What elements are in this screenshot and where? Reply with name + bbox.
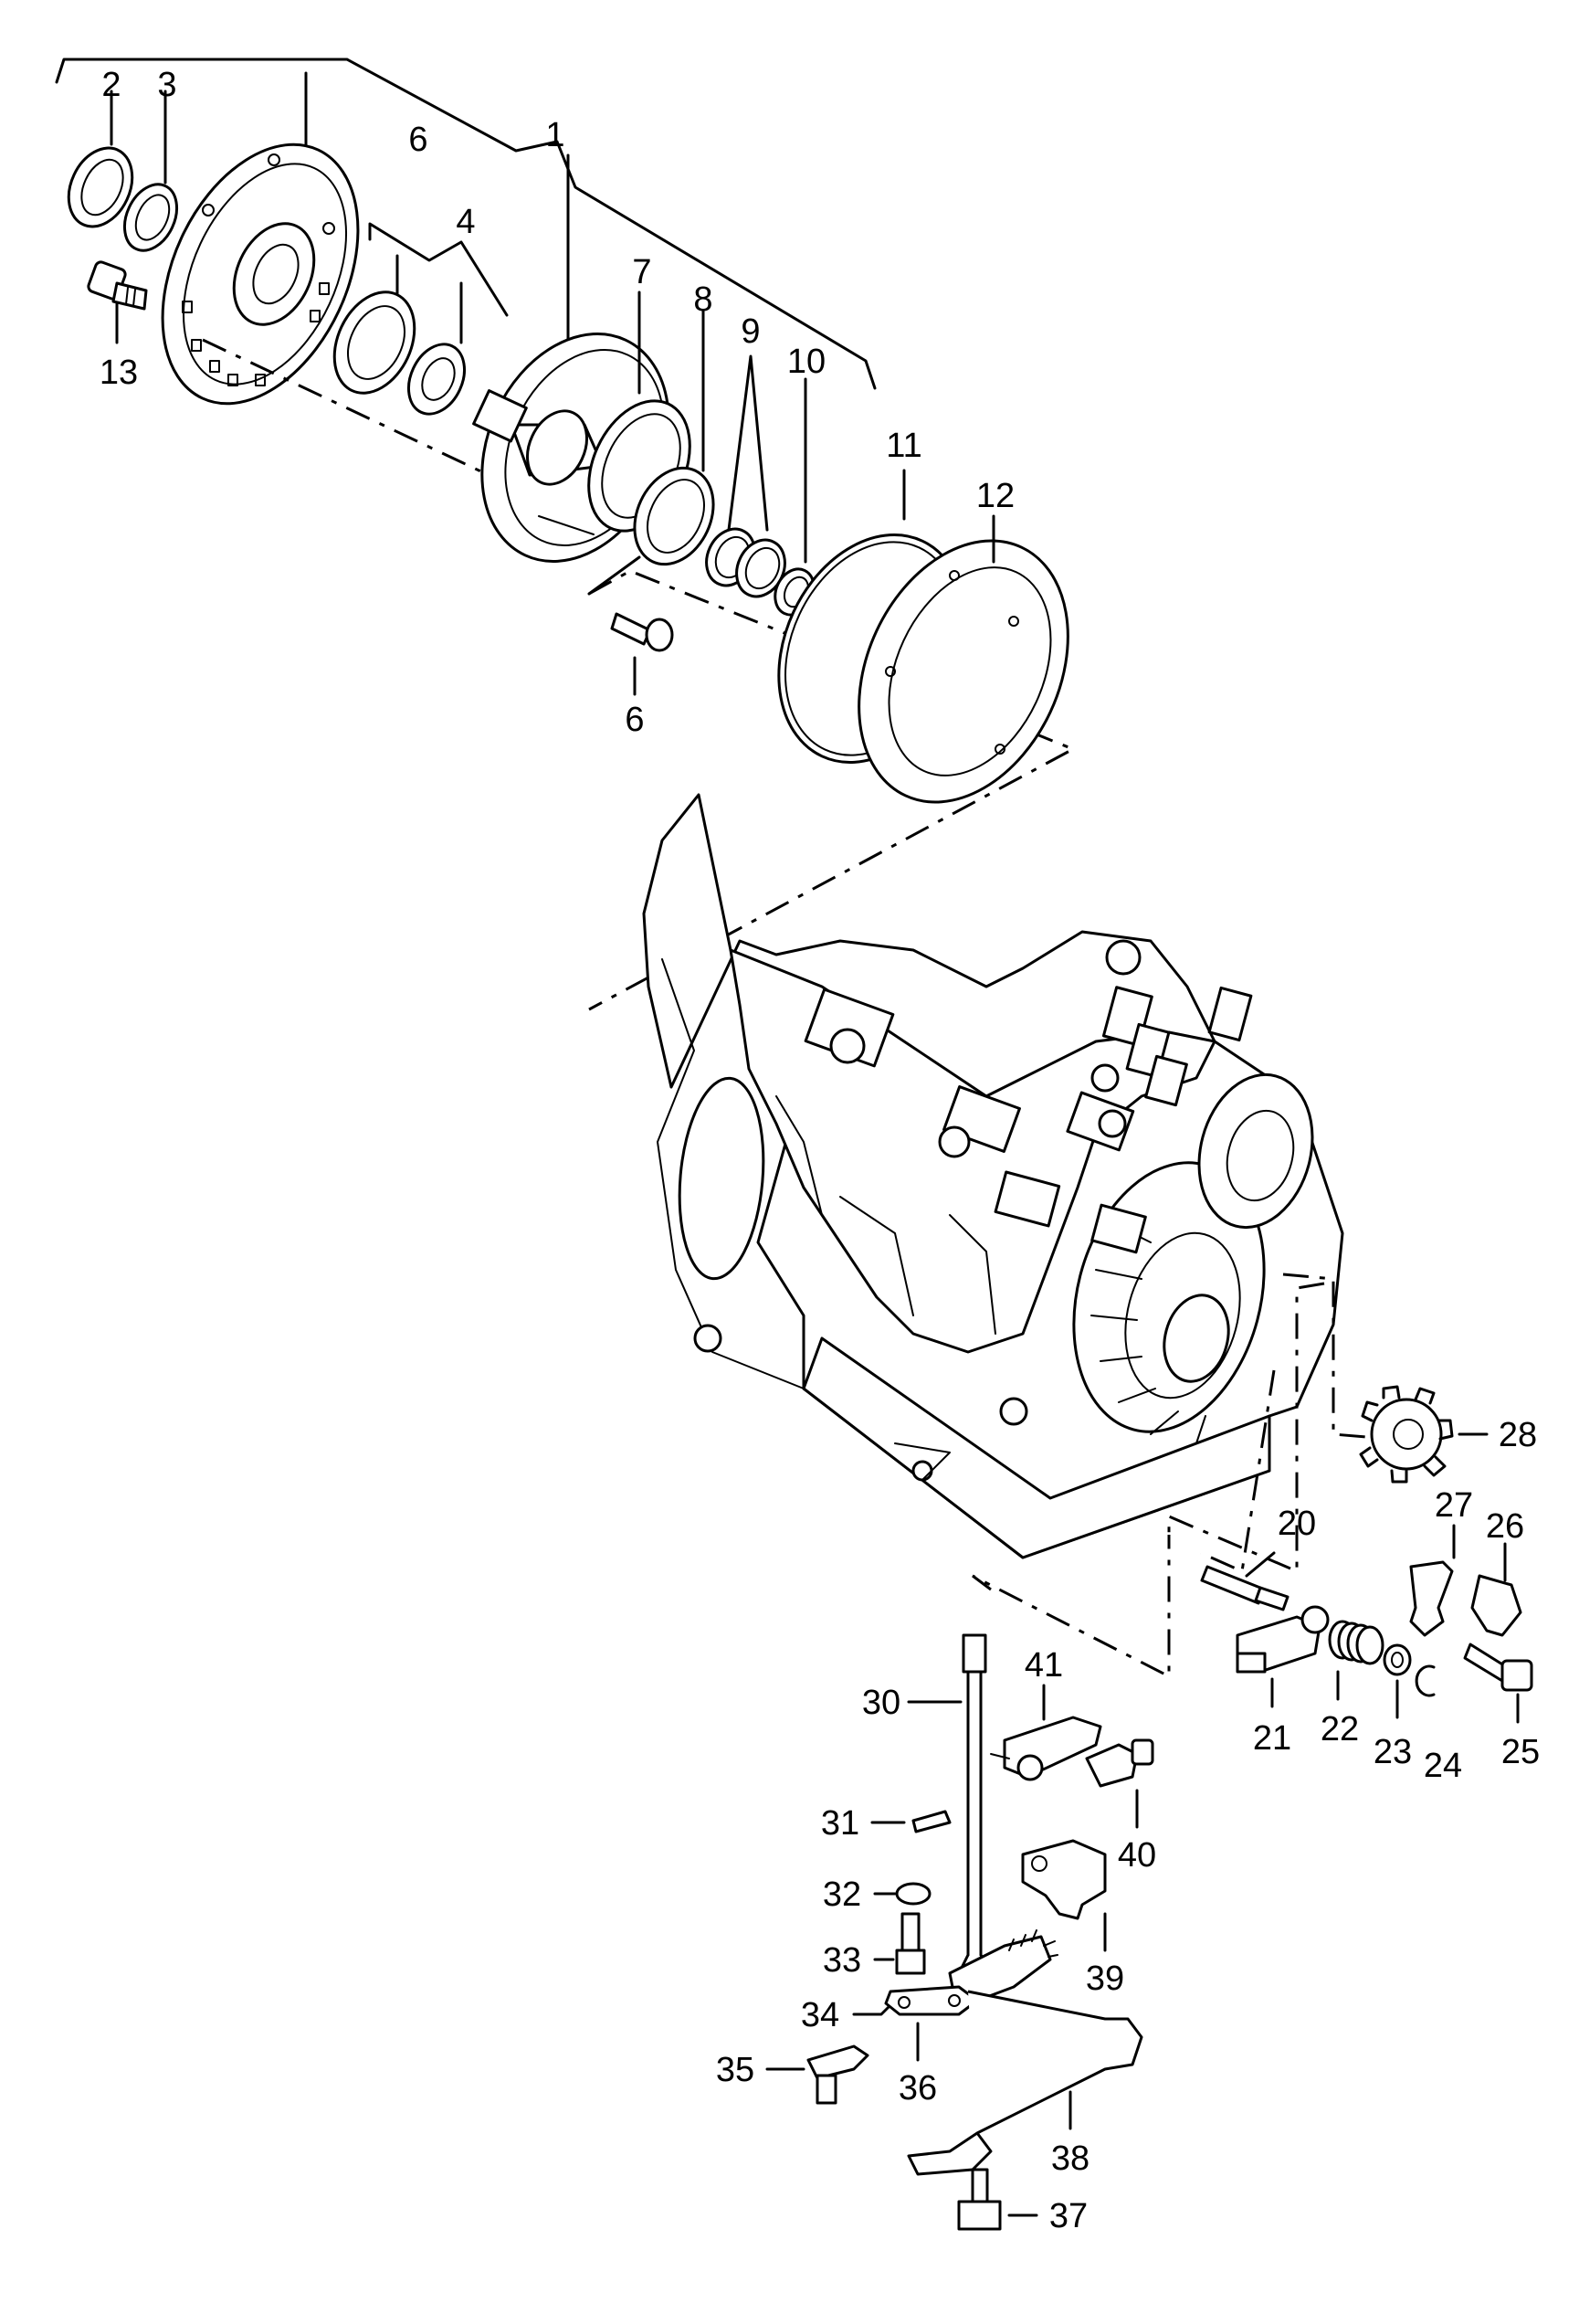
callout-22: 22 (1321, 1710, 1359, 1748)
callout-21: 21 (1253, 1719, 1291, 1758)
callout-20: 20 (1278, 1505, 1316, 1543)
part-13-bolt[interactable] (87, 260, 148, 344)
part-22-spring[interactable] (1328, 1620, 1384, 1701)
part-38-lever-arm[interactable] (907, 1990, 1143, 2176)
selector-segment[interactable] (948, 1929, 1058, 2002)
callout-6-upper: 6 (408, 121, 427, 159)
part-33-bolt[interactable] (873, 1912, 926, 1975)
callout-37: 37 (1049, 2197, 1088, 2235)
part-41-lever[interactable] (990, 1684, 1102, 1781)
callout-25: 25 (1501, 1733, 1540, 1771)
part-6-bolt[interactable] (587, 555, 674, 696)
callout-30: 30 (862, 1684, 900, 1722)
callout-32: 32 (823, 1875, 861, 1914)
callout-38: 38 (1051, 2139, 1090, 2178)
part-40-sensor[interactable] (1085, 1738, 1154, 1829)
part-28-gear-wheel[interactable] (1359, 1385, 1489, 1484)
part-39-cover-plate[interactable] (1021, 1839, 1107, 1952)
callout-33: 33 (823, 1941, 861, 1980)
callout-34: 34 (801, 1996, 839, 2034)
part-32-washer[interactable] (873, 1882, 932, 1906)
callout-12: 12 (976, 477, 1015, 515)
part-31-pin[interactable] (870, 1810, 952, 1833)
callout-9: 9 (741, 312, 760, 351)
part-25-bolt[interactable] (1463, 1643, 1533, 1724)
part-20-pin[interactable] (1200, 1551, 1290, 1611)
assembly-axis-lower (972, 1273, 1389, 1679)
callout-36: 36 (899, 2069, 937, 2107)
part-3-ring[interactable] (114, 90, 186, 259)
callout-41: 41 (1025, 1646, 1063, 1685)
callout-7: 7 (632, 253, 651, 291)
callout-1: 1 (545, 116, 564, 154)
part-24-circlip[interactable] (1415, 1664, 1436, 1697)
part-23-washer[interactable] (1383, 1643, 1412, 1719)
callout-2: 2 (101, 66, 121, 104)
callout-3: 3 (157, 66, 176, 104)
callout-26: 26 (1486, 1507, 1524, 1546)
part-9-sealing-rings[interactable] (698, 354, 794, 605)
callout-8: 8 (693, 280, 712, 319)
part-8-o-ring[interactable] (620, 309, 729, 577)
part-35-bracket[interactable] (765, 2044, 869, 2105)
part-36-locking-plate[interactable] (884, 1985, 979, 2062)
part-12-gasket[interactable] (818, 507, 1108, 837)
part-6-pump-housing[interactable] (124, 113, 397, 435)
part-2-seal[interactable] (57, 90, 144, 237)
callout-35: 35 (716, 2051, 754, 2089)
callout-23: 23 (1374, 1733, 1412, 1771)
callout-31: 31 (821, 1804, 859, 1843)
part-4-gear-set[interactable] (319, 222, 509, 423)
callout-40: 40 (1118, 1836, 1156, 1875)
callout-24: 24 (1424, 1747, 1462, 1785)
callout-10: 10 (787, 343, 826, 381)
part-26-bracket[interactable] (1470, 1542, 1522, 1637)
callout-27: 27 (1435, 1486, 1473, 1525)
callout-labels: 1 2 3 4 6 7 8 9 10 11 12 13 6 20 21 22 2… (100, 66, 1540, 2235)
part-37-bolt[interactable] (957, 2168, 1038, 2231)
callout-28: 28 (1499, 1416, 1537, 1454)
part-21-detent-lever[interactable] (1236, 1605, 1330, 1708)
callout-39: 39 (1086, 1960, 1124, 1998)
part-30-selector-shaft[interactable] (907, 1633, 993, 1975)
callout-11: 11 (886, 427, 921, 465)
part-27-lever[interactable] (1409, 1524, 1456, 1637)
callout-13: 13 (100, 354, 138, 392)
callout-4: 4 (456, 203, 475, 241)
callout-6-lower: 6 (625, 701, 644, 739)
transmission-housing[interactable] (642, 793, 1344, 1559)
